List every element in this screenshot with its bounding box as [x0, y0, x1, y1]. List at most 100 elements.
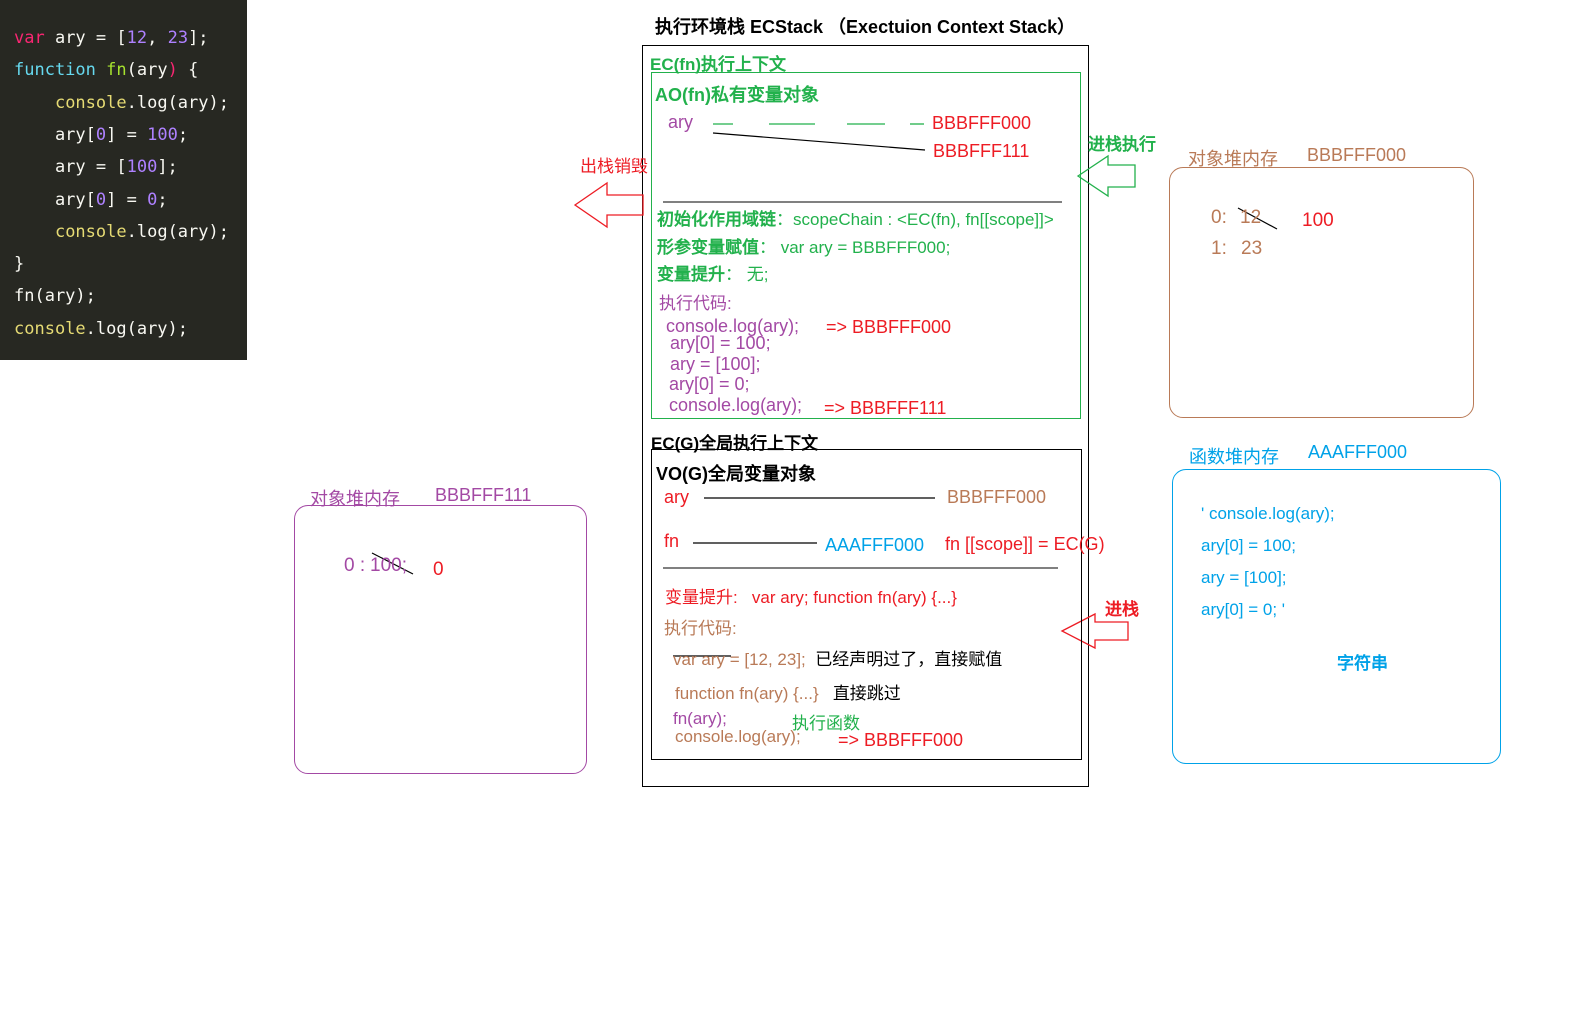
code-token: console — [54, 92, 127, 113]
vo-assign: = [12, 23]; — [724, 650, 806, 669]
scope-chain-label: 初始化作用域链 — [657, 210, 776, 229]
code-token: ; — [177, 124, 189, 145]
vo-assign-note: 已经声明过了，直接赋值 — [815, 650, 1003, 669]
code-token: ary — [136, 60, 168, 81]
code-token: log(ary); — [136, 92, 229, 113]
heap-fn-line-2: ary[0] = 100; — [1201, 536, 1296, 555]
heap-obj2-label: 对象堆内存 — [310, 489, 400, 509]
code-line: ary[0] = 0; — [14, 190, 168, 210]
code-token: . — [126, 92, 137, 113]
heap-obj1-label: 对象堆内存 — [1188, 149, 1278, 169]
ecstack-box — [642, 45, 1089, 787]
push-arrow-label: 进栈 — [1105, 600, 1139, 619]
vo-fn-scope: fn [[scope]] = EC(G) — [945, 534, 1105, 554]
code-token: console — [54, 221, 127, 242]
code-token: console — [14, 318, 86, 339]
code-line: function fn(ary) { — [14, 60, 198, 80]
code-line: ary[0] = 100; — [14, 125, 188, 145]
code-token: ) — [167, 60, 178, 81]
ao-exec-line-4: ary[0] = 0; — [669, 374, 750, 394]
heap-fn-box — [1172, 469, 1501, 764]
vo-hoist-line: 变量提升: var ary; function fn(ary) {...} — [665, 583, 957, 608]
heap-obj1-addr: BBBFFF000 — [1307, 145, 1407, 165]
heap-obj1-key1: 1: — [1211, 238, 1227, 259]
heap-obj1-val1: 23 — [1241, 238, 1263, 259]
scope-chain-value: ：scopeChain : <EC(fn), fn[[scope]]> — [776, 210, 1054, 229]
heap-fn-line-1: ' console.log(ary); — [1201, 504, 1335, 523]
vo-fn-decl: function fn(ary) {...} — [675, 684, 819, 703]
ao-addr-new: BBBFFF111 — [933, 141, 1030, 161]
heap-fn-note: 字符串 — [1337, 654, 1388, 673]
heap-obj1-key0: 0: — [1211, 207, 1227, 228]
code-token: ary = [ — [44, 28, 127, 48]
code-token: 100 — [126, 157, 158, 178]
code-token: function — [14, 60, 96, 81]
heap-obj2-key0: 0 : — [344, 555, 366, 576]
heap-obj1-val0-new: 100 — [1302, 210, 1334, 231]
heap-obj2-box — [294, 505, 587, 774]
vo-fn-addr: AAAFFF000 — [825, 535, 925, 555]
heap-obj2-addr: BBBFFF111 — [435, 485, 532, 505]
heap-obj1-box — [1169, 167, 1474, 418]
ao-hoist-label: 变量提升 — [657, 265, 725, 284]
code-token: ]; — [157, 157, 178, 178]
vo-fn-decl-note: 直接跳过 — [832, 684, 901, 703]
code-token: fn(ary); — [14, 286, 96, 307]
vo-call-note: 执行函数 — [792, 714, 860, 733]
code-token: , — [147, 28, 168, 48]
param-label: 形参变量赋值 — [657, 238, 759, 257]
code-token: 0 — [95, 189, 107, 210]
code-token: ary[ — [14, 124, 96, 145]
code-token: ( — [126, 60, 137, 81]
code-token: .log(ary); — [85, 318, 189, 339]
vo-strike-var: var ary — [673, 650, 725, 669]
heap-fn-line-4: ary[0] = 0; ' — [1201, 600, 1286, 619]
vo-exec-label: 执行代码: — [664, 619, 737, 638]
code-line: fn(ary); — [14, 286, 96, 306]
ec-fn-title: EC(fn)执行上下文 — [650, 55, 786, 74]
heap-fn-addr: AAAFFF000 — [1308, 442, 1408, 462]
scope-chain-line: 初始化作用域链：scopeChain : <EC(fn), fn[[scope]… — [657, 205, 1054, 230]
vo-hoist-value: var ary; function fn(ary) {...} — [751, 588, 957, 607]
ec-fn-box — [651, 72, 1081, 419]
vo-g-title: VO(G)全局变量对象 — [656, 464, 816, 484]
push-exec-arrow-label: 进栈执行 — [1088, 135, 1156, 154]
ao-addr-old: BBBFFF000 — [932, 113, 1032, 133]
code-token: ]; — [188, 28, 209, 48]
code-token: ] = — [106, 189, 148, 210]
code-token: } — [14, 254, 25, 275]
ec-g-title: EC(G)全局执行上下文 — [651, 434, 819, 453]
ec-g-box — [651, 449, 1082, 760]
vo-exec-line-2: function fn(ary) {...} 直接跳过 — [675, 679, 901, 704]
param-value: ： var ary = BBBFFF000; — [759, 238, 951, 257]
ao-exec-line-3: ary = [100]; — [670, 354, 761, 374]
ao-exec-line-1: console.log(ary); — [666, 316, 800, 336]
heap-obj2-val0-old: 100; — [370, 555, 407, 576]
ao-hoist-value: ： 无; — [725, 265, 769, 284]
code-token: 12 — [126, 28, 148, 48]
ao-out-2: => BBBFFF111 — [824, 398, 947, 418]
vo-hoist-label: 变量提升: — [665, 588, 738, 607]
code-panel: var ary = [12, 23]; function fn(ary) { co… — [0, 0, 247, 360]
ao-hoist-line: 变量提升： 无; — [657, 260, 768, 285]
code-line: var ary = [12, 23]; — [14, 28, 209, 48]
code-token: ary = [ — [14, 157, 127, 178]
heap-fn-label: 函数堆内存 — [1189, 447, 1279, 467]
ecstack-title: 执行环境栈 ECStack （Exectuion Context Stack） — [655, 17, 1076, 37]
code-token: { — [177, 60, 199, 81]
vo-exec-line-1: var ary = [12, 23]; 已经声明过了，直接赋值 — [673, 645, 1002, 670]
vo-ary-label: ary — [664, 487, 690, 507]
ao-ary-label: ary — [668, 112, 694, 132]
code-token: 0 — [147, 189, 158, 210]
vo-fn-label: fn — [664, 531, 680, 551]
ao-exec-line-2: ary[0] = 100; — [670, 333, 771, 353]
code-line: console.log(ary); — [14, 222, 229, 242]
vo-call: fn(ary); — [673, 709, 727, 728]
code-token: . — [126, 221, 137, 242]
ao-out-1: => BBBFFF000 — [826, 317, 952, 337]
vo-log-out: => BBBFFF000 — [838, 730, 964, 750]
code-token: ] = — [106, 124, 148, 145]
code-token: 0 — [95, 124, 107, 145]
vo-log: console.log(ary); — [675, 727, 801, 746]
